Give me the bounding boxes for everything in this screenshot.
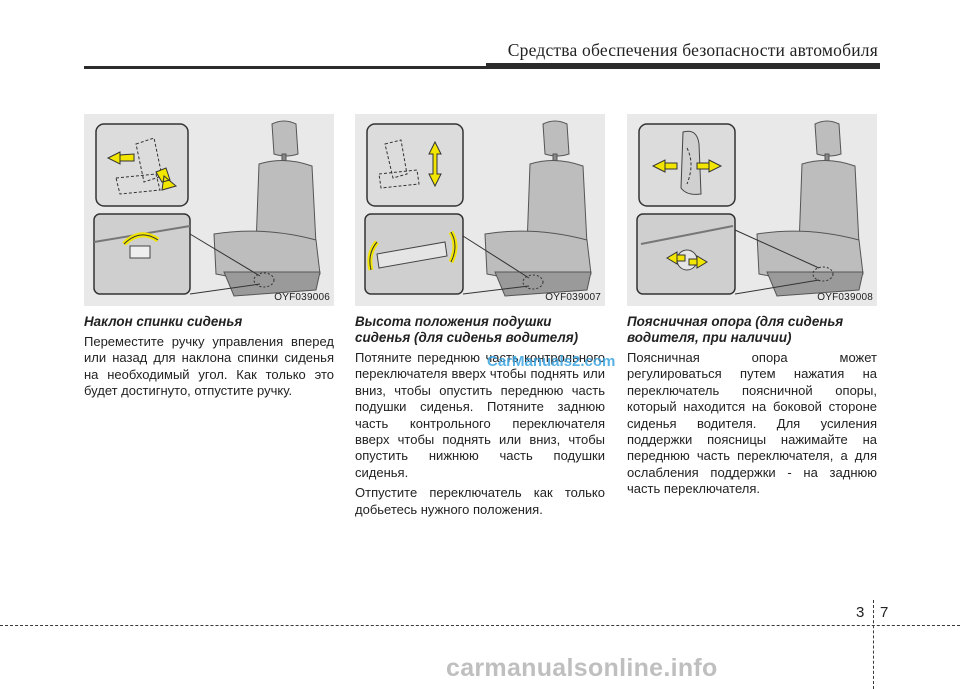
section-title: Наклон спинки сиденья: [84, 314, 243, 329]
figure-code: OYF039008: [817, 292, 873, 303]
page-header-title: Средства обеспечения безопасности автомо…: [507, 40, 878, 60]
section-title: Высота положения подушки сиденья (для си…: [355, 314, 579, 345]
section-title: Поясничная опора (для сиденья водителя, …: [627, 314, 844, 345]
figure-code: OYF039007: [545, 292, 601, 303]
watermark-overlay: CarManuals2.com: [487, 353, 616, 370]
section-paragraph: Отпустите переключатель как только добье…: [355, 485, 605, 517]
seat-illustration-icon: [636, 120, 864, 297]
watermark-footer: carmanualsonline.info: [446, 654, 718, 682]
figure-cushion-height: OYF039007: [355, 114, 605, 306]
header-rule: [84, 66, 880, 69]
header-rule-accent: [486, 63, 880, 69]
column-cushion-height: OYF039007 Высота положения подушки сиден…: [355, 114, 605, 518]
figure-code: OYF039006: [274, 292, 330, 303]
section-paragraph: Потяните переднюю часть контрольного пер…: [355, 350, 605, 480]
page-section-number: 3: [856, 604, 865, 621]
column-seatback-recline: OYF039006 Наклон спинки сиденья Перемест…: [84, 114, 334, 400]
figure-seatback-recline: OYF039006: [84, 114, 334, 306]
page-number: 7: [880, 604, 889, 621]
figure-lumbar-support: OYF039008: [627, 114, 877, 306]
section-paragraph: Переместите ручку управления вперед или …: [84, 334, 334, 399]
page-number-divider: [873, 600, 875, 689]
column-lumbar-support: OYF039008 Поясничная опора (для сиденья …: [627, 114, 877, 498]
section-paragraph: Поясничная опора может регулироваться пу…: [627, 350, 877, 497]
seat-illustration-icon: [364, 120, 592, 297]
footer-rule: [0, 625, 960, 626]
seat-illustration-icon: [93, 120, 321, 297]
